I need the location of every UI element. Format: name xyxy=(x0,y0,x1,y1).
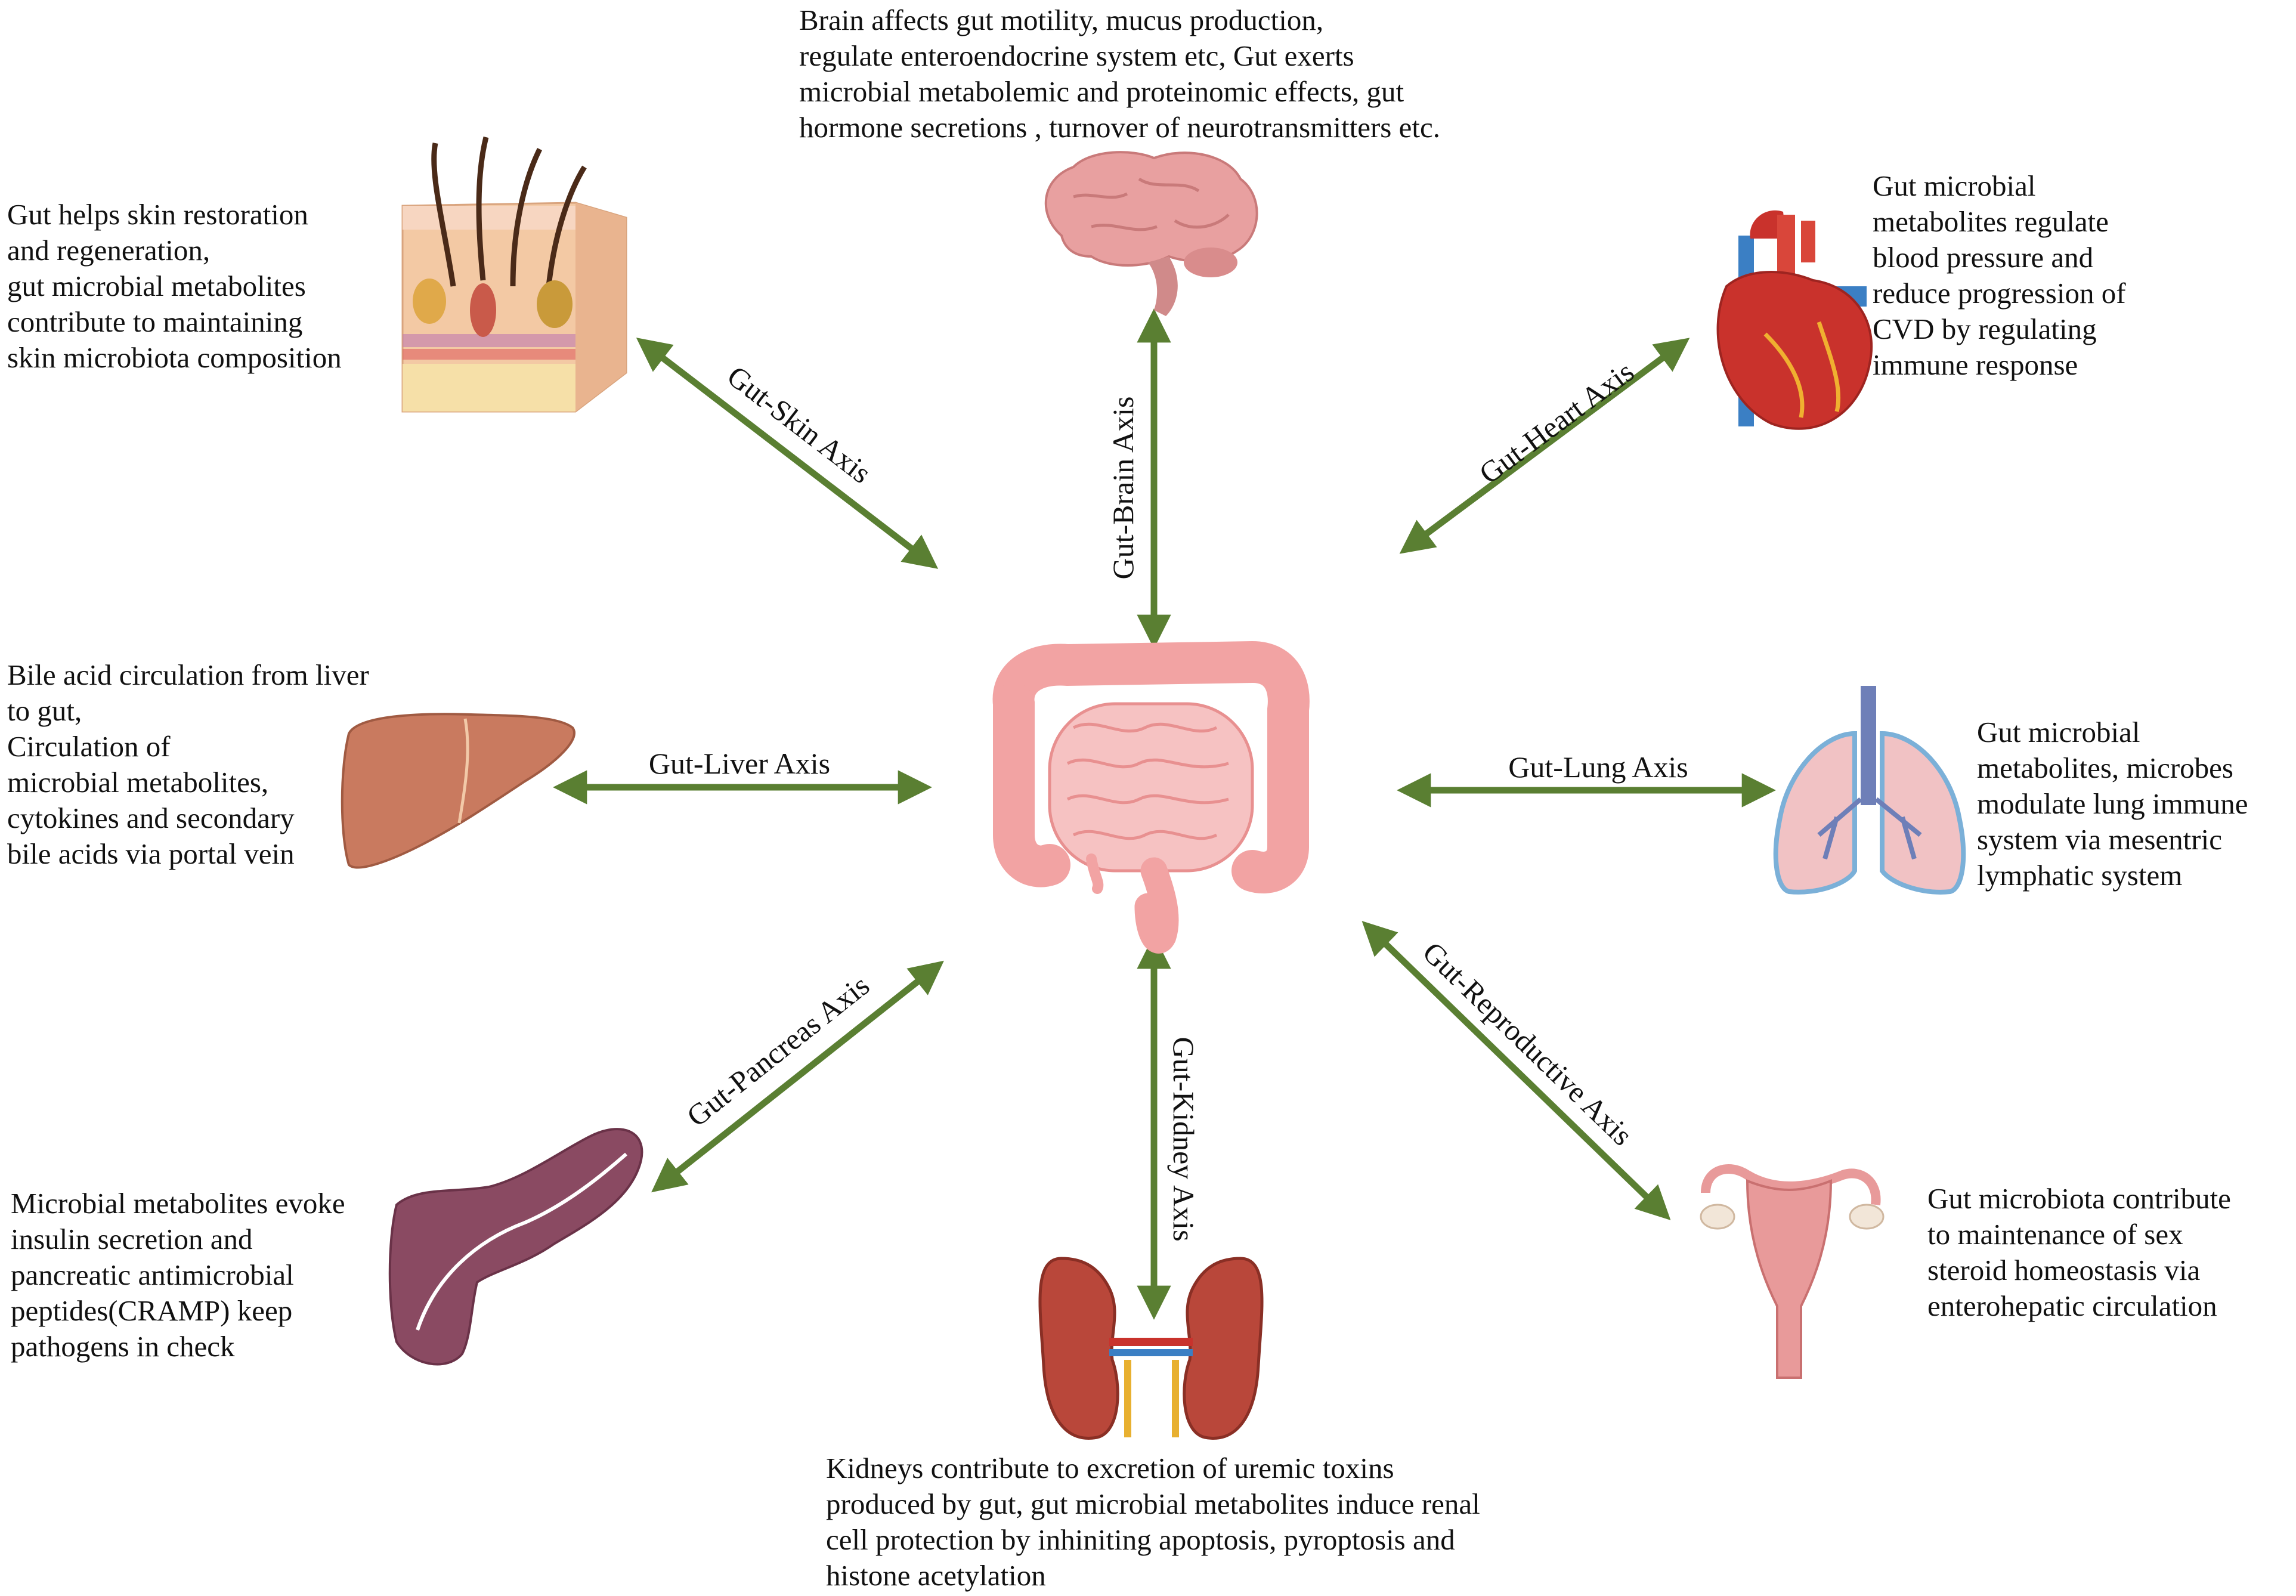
pancreas-description: Microbial metabolites evoke insulin secr… xyxy=(11,1187,345,1363)
heart-description: Gut microbial metabolites regulate blood… xyxy=(1873,169,2126,381)
kidney-description: Kidneys contribute to excretion of uremi… xyxy=(826,1452,1480,1592)
skin-arrow xyxy=(636,338,939,569)
liver-description: Bile acid circulation from liver to gut,… xyxy=(7,658,369,870)
uterus-icon xyxy=(1700,1164,1885,1379)
reproductive-arrow xyxy=(1361,921,1671,1220)
gut-heart-axis-label: Gut-Heart Axis xyxy=(1473,355,1640,491)
brain-description: Brain affects gut motility, mucus produc… xyxy=(799,4,1440,144)
gut-pancreas-axis-label: Gut-Pancreas Axis xyxy=(680,969,875,1133)
gut-brain-axis-label: Gut-Brain Axis xyxy=(1106,397,1140,580)
heart-arrow xyxy=(1399,338,1690,554)
gut-kidney-axis-label: Gut-Kidney Axis xyxy=(1167,1037,1200,1241)
skin-icon xyxy=(401,136,627,413)
gut-reproductive-axis-label: Gut-Reproductive Axis xyxy=(1416,935,1639,1152)
pancreas-icon xyxy=(388,1128,643,1366)
gut-lung-axis-label: Gut-Lung Axis xyxy=(1508,750,1688,784)
skin-description: Gut helps skin restoration and regenerat… xyxy=(7,198,342,374)
kidney-icon xyxy=(1038,1257,1264,1440)
lung-icon xyxy=(1773,686,1966,895)
intestine-icon xyxy=(992,641,1310,954)
brain-icon xyxy=(1044,151,1258,316)
pancreas-arrow xyxy=(651,960,944,1193)
gut-liver-axis-label: Gut-Liver Axis xyxy=(649,747,830,780)
lung-description: Gut microbial metabolites, microbes modu… xyxy=(1977,716,2248,892)
liver-icon xyxy=(341,713,575,869)
reproductive-description: Gut microbiota contribute to maintenance… xyxy=(1927,1182,2231,1322)
heart-icon xyxy=(1716,210,1873,430)
